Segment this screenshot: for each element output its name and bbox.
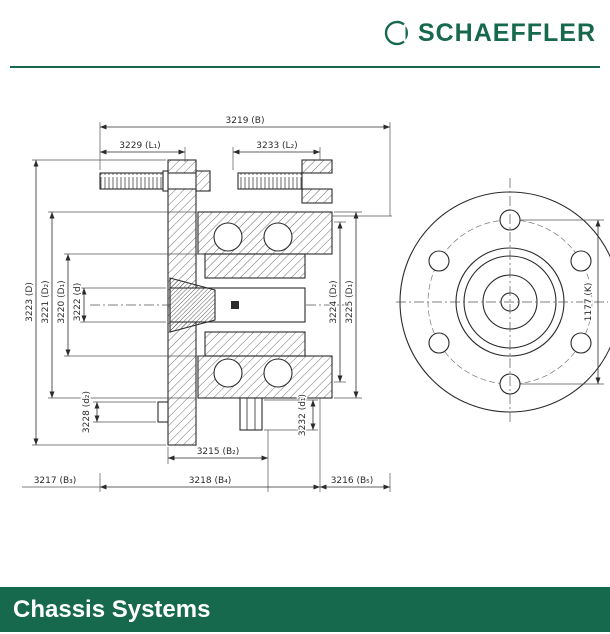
dim-label-3225: 3225 (D₁) xyxy=(345,280,355,323)
dim-label-3229: 3229 (L₁) xyxy=(119,141,160,151)
brand-name: SCHAEFFLER xyxy=(417,18,596,47)
bearing-ball xyxy=(213,222,243,252)
dim-label-3222: 3222 (d) xyxy=(73,283,83,322)
flange-pilot xyxy=(157,401,169,423)
bearing-ball xyxy=(263,222,293,252)
hub-flange xyxy=(167,159,197,174)
bolt-hole xyxy=(428,250,450,272)
center-mark xyxy=(231,301,239,309)
footer-bar: Chassis Systems xyxy=(0,587,610,632)
bolt-hole xyxy=(570,250,592,272)
header-divider xyxy=(10,66,600,68)
dim-label-1177: 1177 (K) xyxy=(584,283,594,322)
dimension-measure-lines xyxy=(33,124,390,490)
inner-ring-bottom xyxy=(204,331,306,357)
wheel-stud-left xyxy=(99,172,164,190)
dim-label-3216: 3216 (B₅) xyxy=(331,476,374,486)
dimension-labels: 3219 (B) 3229 (L₁) 3233 (L₂) 3223 (D) 32… xyxy=(24,115,596,488)
wheel-stud-left-head xyxy=(195,170,211,192)
outer-flange-ear xyxy=(301,188,333,204)
wheel-stud-right xyxy=(237,172,303,190)
dim-label-3228: 3228 (d₂) xyxy=(82,391,92,433)
dim-label-3218: 3218 (B₄) xyxy=(189,476,232,486)
dim-label-3219: 3219 (B) xyxy=(226,116,265,126)
bolt-hole xyxy=(570,332,592,354)
dim-label-3233: 3233 (L₂) xyxy=(256,141,297,151)
hub-spigot xyxy=(239,397,263,431)
dim-label-3223: 3223 (D) xyxy=(25,282,35,322)
bearing-ball xyxy=(263,358,293,388)
front-view xyxy=(396,178,610,424)
bearing-ball xyxy=(213,358,243,388)
spline-bore xyxy=(169,277,216,333)
dim-label-3224: 3224 (D₂) xyxy=(329,280,339,323)
cross-section-view xyxy=(90,159,350,446)
bolt-hole xyxy=(428,332,450,354)
brand-logo: SCHAEFFLER xyxy=(384,19,596,48)
wheel-stud-left-collar xyxy=(162,170,169,192)
dim-label-3215: 3215 (B₂) xyxy=(197,447,240,457)
dimension-lines xyxy=(22,122,392,492)
dim-label-3232: 3232 (d₁) xyxy=(298,394,308,436)
footer-title: Chassis Systems xyxy=(13,595,211,623)
dim-label-3220: 3220 (D₁) xyxy=(57,280,67,323)
outer-flange-ear xyxy=(301,159,333,174)
schaeffler-logo-icon xyxy=(384,20,408,46)
dim-label-3217: 3217 (B₃) xyxy=(34,476,77,486)
header: SCHAEFFLER xyxy=(0,0,610,66)
dim-label-3221: 3221 (D₂) xyxy=(41,280,51,323)
inner-ring-top xyxy=(204,253,306,279)
